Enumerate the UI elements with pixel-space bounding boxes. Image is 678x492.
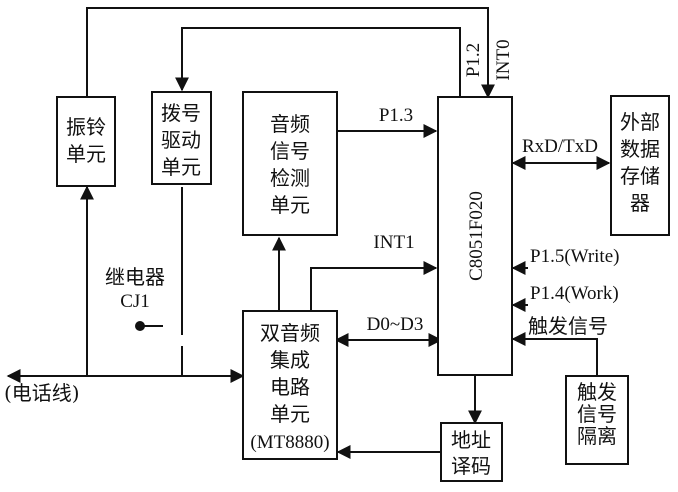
ringer-text-2: 单元	[66, 142, 106, 166]
dtmf-text-2: 集成	[270, 348, 310, 372]
ringer-text-1: 振铃	[66, 115, 106, 139]
phone-line-label: (电话线)	[4, 381, 80, 405]
rxdtxd-label: RxD/TxD	[522, 136, 598, 157]
p12-wire	[175, 27, 461, 97]
tone-detect-text-2: 信号	[270, 139, 310, 163]
tone-detect-text-4: 单元	[270, 193, 310, 217]
dtmf-box	[242, 310, 338, 460]
relay-id-label: CJ1	[120, 291, 150, 312]
trigger-iso-text-3: 隔离	[577, 424, 617, 448]
relay-pivot	[135, 321, 145, 331]
dtmf-text-1: 双音频	[260, 321, 320, 345]
int0-wire	[86, 7, 495, 99]
trigger-iso-box	[565, 375, 629, 465]
addr-decode-box	[440, 422, 503, 482]
ringer-box	[56, 96, 116, 187]
p15-label: P1.5(Write)	[530, 246, 619, 267]
p12-label: P1.2	[463, 43, 484, 77]
dialer-text-2: 驱动	[161, 128, 201, 152]
dialer-text-1: 拨号	[161, 101, 201, 125]
int1-label: INT1	[373, 232, 414, 253]
dtmf-text-3: 电路	[270, 375, 310, 399]
int1-wire	[310, 261, 438, 311]
addr-decode-text-2: 译码	[451, 454, 491, 478]
dtmf-text-5: (MT8880)	[250, 432, 329, 453]
trigger-iso-text-2: 信号	[577, 402, 617, 426]
mcu-text: C8051F020	[466, 191, 487, 281]
d0d3-label: D0~D3	[367, 314, 424, 335]
p14-label: P1.4(Work)	[530, 283, 619, 304]
ext-storage-box	[610, 95, 670, 236]
tone-detect-box	[242, 91, 338, 236]
addr-decode-text-1: 地址	[451, 428, 491, 452]
dtmf-text-4: 单元	[270, 402, 310, 426]
ext-storage-text-4: 器	[630, 191, 650, 215]
trigger-wire	[511, 332, 598, 376]
p13-label: P1.3	[379, 105, 413, 126]
tone-detect-text-3: 检测	[270, 166, 310, 190]
ext-storage-text-2: 数据	[620, 137, 660, 161]
int0-label: INT0	[493, 39, 514, 80]
ext-storage-text-1: 外部	[620, 110, 660, 134]
mcu-box	[437, 96, 513, 376]
relay-name-label: 继电器	[105, 265, 165, 289]
ext-storage-text-3: 存储	[620, 164, 660, 188]
tone-detect-text-1: 音频	[270, 112, 310, 136]
dialer-text-3: 单元	[161, 155, 201, 179]
trigger-label: 触发信号	[528, 314, 608, 338]
dialer-box	[151, 91, 212, 185]
trigger-iso-text-1: 触发	[577, 380, 617, 404]
